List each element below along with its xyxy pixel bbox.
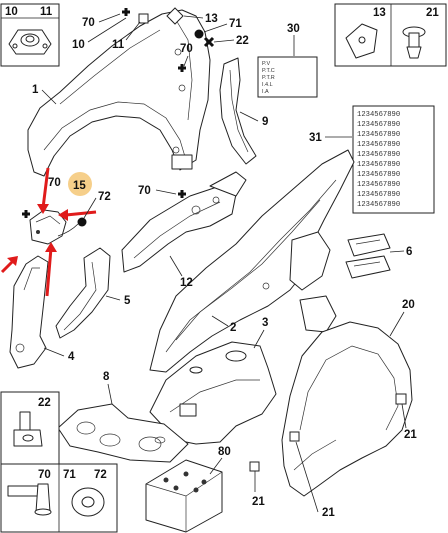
- callout-11: 11: [40, 6, 53, 18]
- svg-text:I.A: I.A: [262, 89, 269, 95]
- plus-fastener-3-icon: [178, 190, 186, 198]
- floor-part-3: [149, 341, 277, 445]
- washer-71-72-icon: [71, 487, 105, 517]
- pillar-part-5: [55, 247, 111, 339]
- cross-fastener-icon: [203, 36, 215, 48]
- callout-71: 71: [229, 18, 242, 30]
- callout-15: 15: [73, 180, 86, 192]
- bracket-part-6: [345, 233, 391, 279]
- svg-text:P.V: P.V: [262, 61, 270, 67]
- plus-fastener-2-icon: [178, 64, 186, 72]
- callout-22: 22: [236, 35, 249, 47]
- callout-21b: 21: [404, 429, 417, 441]
- screw-21-icon: [402, 26, 426, 59]
- callout-labels: 70 10 11 13 71 70 22 1 9 70 15 72 70 12 …: [32, 13, 417, 519]
- label-30: 30 P.V P.T.C P.T.R I.4.L I.A: [257, 23, 318, 98]
- svg-text:1234567890: 1234567890: [357, 121, 400, 129]
- clip-box-part-80: [145, 459, 223, 533]
- inner-panel-part-2: [149, 149, 355, 373]
- callout-70d: 70: [138, 185, 151, 197]
- callout-4: 4: [68, 351, 75, 363]
- callout-10: 10: [5, 6, 18, 18]
- round-nut-icon: [194, 29, 204, 39]
- callout-5: 5: [124, 295, 131, 307]
- callout-22b: 22: [38, 397, 51, 409]
- svg-text:P.T.R: P.T.R: [262, 75, 275, 81]
- plus-fastener-4-icon: [22, 210, 30, 218]
- callout-8: 8: [103, 371, 110, 383]
- brace-part-12: [121, 171, 247, 273]
- callout-21d: 21: [322, 507, 335, 519]
- callout-3: 3: [262, 317, 268, 329]
- svg-text:1234567890: 1234567890: [357, 131, 400, 139]
- callout-80: 80: [218, 446, 231, 458]
- callout-21c: 21: [252, 496, 265, 508]
- nut-72-icon: [77, 217, 87, 227]
- svg-text:P.T.C: P.T.C: [262, 68, 275, 74]
- inset-22: 22: [0, 391, 60, 465]
- svg-text:1234567890: 1234567890: [357, 151, 400, 159]
- svg-text:1234567890: 1234567890: [357, 111, 400, 119]
- square-clip-icon: [138, 13, 149, 24]
- svg-text:1234567890: 1234567890: [357, 141, 400, 149]
- callout-20: 20: [402, 299, 415, 311]
- callout-70c: 70: [48, 177, 61, 189]
- callout-72: 72: [98, 191, 111, 203]
- part-15-assembly: [29, 209, 87, 245]
- callout-31: 31: [309, 132, 322, 144]
- callout-11b: 11: [112, 39, 125, 51]
- fender-part-1: [27, 9, 211, 177]
- fasteners: [22, 7, 300, 472]
- svg-text:1234567890: 1234567890: [357, 191, 400, 199]
- callout-2: 2: [230, 322, 236, 334]
- highlight-arrows: [0, 167, 97, 297]
- plus-fastener-icon: [122, 8, 130, 16]
- inset-70-71-72: 70 71 72: [0, 463, 118, 533]
- svg-text:I.4.L: I.4.L: [262, 82, 273, 88]
- square-clip-2-icon: [249, 461, 260, 472]
- bracket-10-icon: [8, 29, 52, 55]
- callout-10b: 10: [72, 39, 85, 51]
- callout-70e: 70: [38, 469, 51, 481]
- diamond-clip-icon: [166, 7, 184, 25]
- gasket-part-8: [57, 403, 189, 463]
- callout-1: 1: [32, 84, 39, 96]
- liner-part-20: [281, 321, 413, 497]
- highlight-badge-15: [68, 172, 92, 196]
- callout-72b: 72: [94, 469, 107, 481]
- inset-10-11: 10 11: [0, 3, 60, 67]
- callout-71b: 71: [63, 469, 76, 481]
- inset-13-21: 13 21: [334, 3, 447, 67]
- trim-part-9: [219, 57, 257, 165]
- callout-30: 30: [287, 23, 300, 35]
- svg-text:1234567890: 1234567890: [357, 181, 400, 189]
- callout-70b: 70: [180, 43, 193, 55]
- svg-text:1234567890: 1234567890: [357, 171, 400, 179]
- bolt-70-icon: [7, 483, 52, 516]
- callout-6: 6: [406, 246, 412, 258]
- svg-text:1234567890: 1234567890: [357, 161, 400, 169]
- panel-part-4: [9, 255, 49, 369]
- svg-text:1234567890: 1234567890: [357, 201, 400, 209]
- clip-13-icon: [345, 23, 378, 59]
- callout-13: 13: [373, 7, 386, 19]
- callout-9: 9: [262, 116, 268, 128]
- square-clip-3-icon: [289, 431, 300, 442]
- callout-13a: 13: [205, 13, 218, 25]
- callout-70: 70: [82, 17, 95, 29]
- callout-21: 21: [426, 7, 439, 19]
- callout-12: 12: [180, 277, 193, 289]
- nut-22-icon: [13, 411, 43, 447]
